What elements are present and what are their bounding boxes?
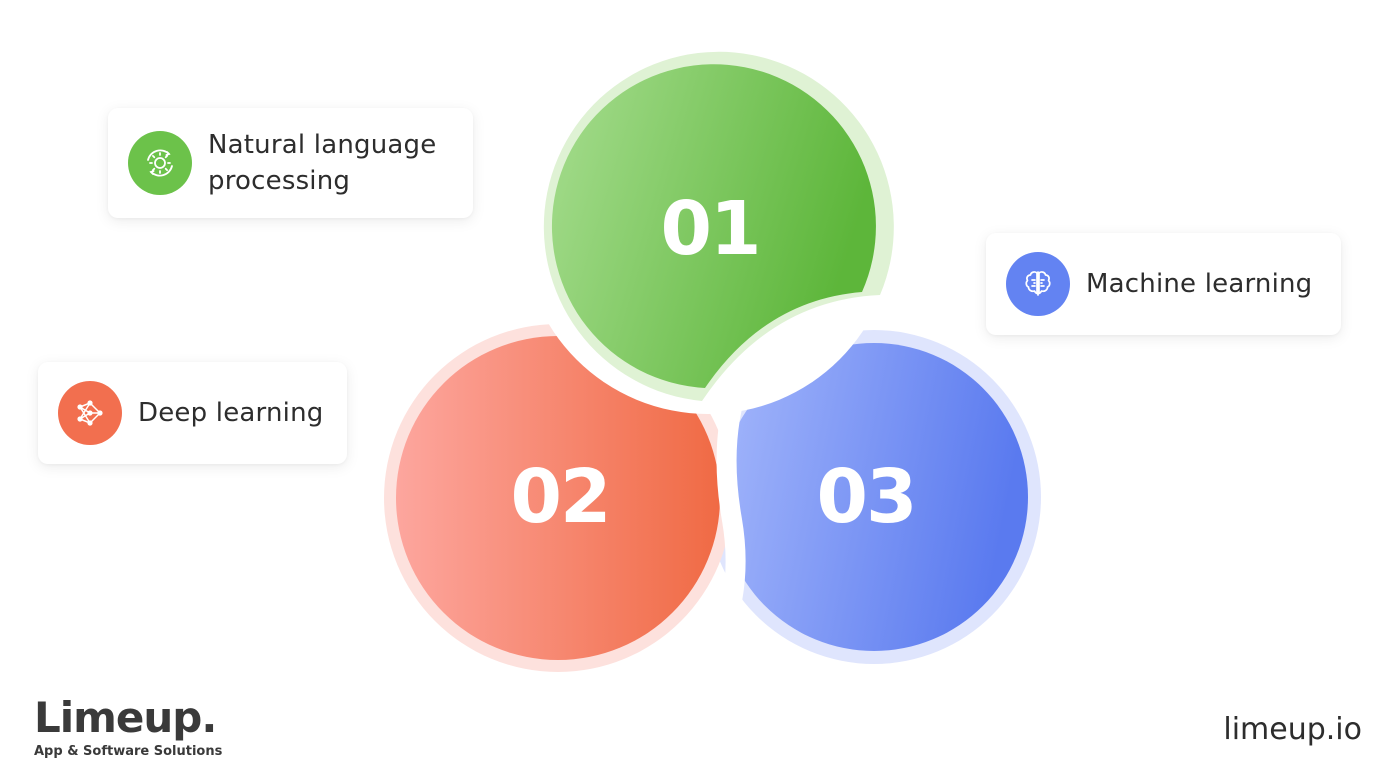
badge-ml (1006, 252, 1070, 316)
card-deep-learning: Deep learning (38, 362, 347, 464)
brand-tagline: App & Software Solutions (34, 744, 223, 759)
label-ml: Machine learning (1086, 266, 1312, 302)
number-02: 02 (511, 454, 610, 540)
number-01: 01 (661, 186, 760, 272)
number-03: 03 (817, 454, 916, 540)
card-machine-learning: Machine learning (986, 233, 1341, 335)
circle-03 (707, 330, 1041, 664)
label-ml-line-1: Machine learning (1086, 269, 1313, 299)
brain-chip-icon (1025, 271, 1051, 296)
label-dl-line-1: Deep learning (138, 398, 324, 428)
badge-nlp (128, 131, 192, 195)
separator-02-03 (706, 370, 750, 660)
neural-network-icon (77, 400, 103, 426)
gear-cycle-icon (147, 149, 173, 177)
label-nlp-line-2: processing (208, 166, 351, 196)
site-url[interactable]: limeup.io (1223, 712, 1362, 747)
card-natural-language-processing: Natural language processing (108, 108, 473, 218)
brand-name: Limeup. (34, 693, 217, 742)
label-dl: Deep learning (138, 395, 323, 431)
brand-logo: Limeup. App & Software Solutions (34, 693, 223, 760)
label-nlp-line-1: Natural language (208, 130, 437, 160)
circle-02 (384, 324, 732, 672)
label-nlp: Natural language processing (208, 127, 436, 199)
badge-dl (58, 381, 122, 445)
circle-01 (543, 51, 894, 401)
